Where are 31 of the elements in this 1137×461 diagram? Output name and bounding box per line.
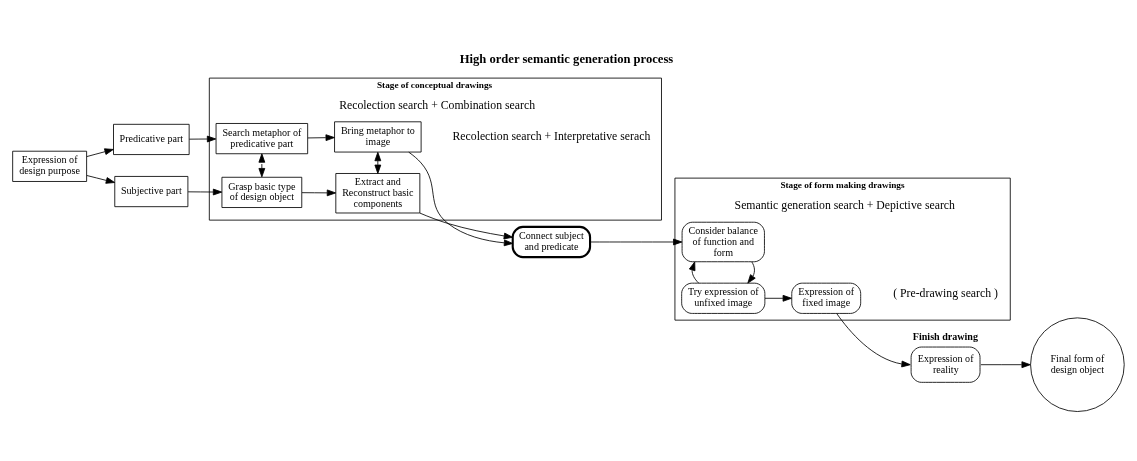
arrow bbox=[374, 151, 382, 174]
node-box: Bring metaphor to image bbox=[334, 120, 422, 152]
node-circle: Final form of design object bbox=[1030, 316, 1125, 412]
node-box: Consider balance of function and form bbox=[681, 221, 765, 262]
node-box: Expression of fixed image bbox=[791, 282, 862, 314]
arrow bbox=[764, 294, 792, 302]
arrow bbox=[747, 260, 756, 284]
arrow bbox=[86, 174, 116, 184]
arrow bbox=[419, 212, 513, 239]
arrow bbox=[188, 135, 217, 142]
arrow bbox=[86, 147, 114, 157]
node-box: Expression of design purpose bbox=[12, 150, 88, 182]
node-box: Predicative part bbox=[113, 123, 190, 155]
arrow bbox=[836, 312, 911, 367]
arrow bbox=[301, 189, 337, 196]
arrow bbox=[258, 152, 266, 177]
arrow bbox=[307, 133, 335, 141]
arrow bbox=[408, 151, 514, 246]
node-box: Subjective part bbox=[114, 175, 189, 207]
node-box: Grasp basic type of design object bbox=[221, 176, 303, 208]
arrow bbox=[589, 238, 683, 245]
node-box: Expression of reality bbox=[910, 346, 981, 383]
node-box: Try expression of unfixed image bbox=[681, 282, 766, 314]
arrow bbox=[980, 360, 1031, 368]
arrow bbox=[688, 260, 700, 284]
diagram-title: High order semantic generation process bbox=[459, 51, 674, 66]
node-box: Search metaphor of predicative part bbox=[215, 122, 309, 154]
arrow bbox=[187, 188, 223, 195]
node-box: Connect subject and predicate bbox=[511, 225, 592, 258]
node-label: Finish drawing bbox=[912, 330, 979, 342]
node-box: Extract and Reconstruct basic components bbox=[335, 172, 421, 213]
